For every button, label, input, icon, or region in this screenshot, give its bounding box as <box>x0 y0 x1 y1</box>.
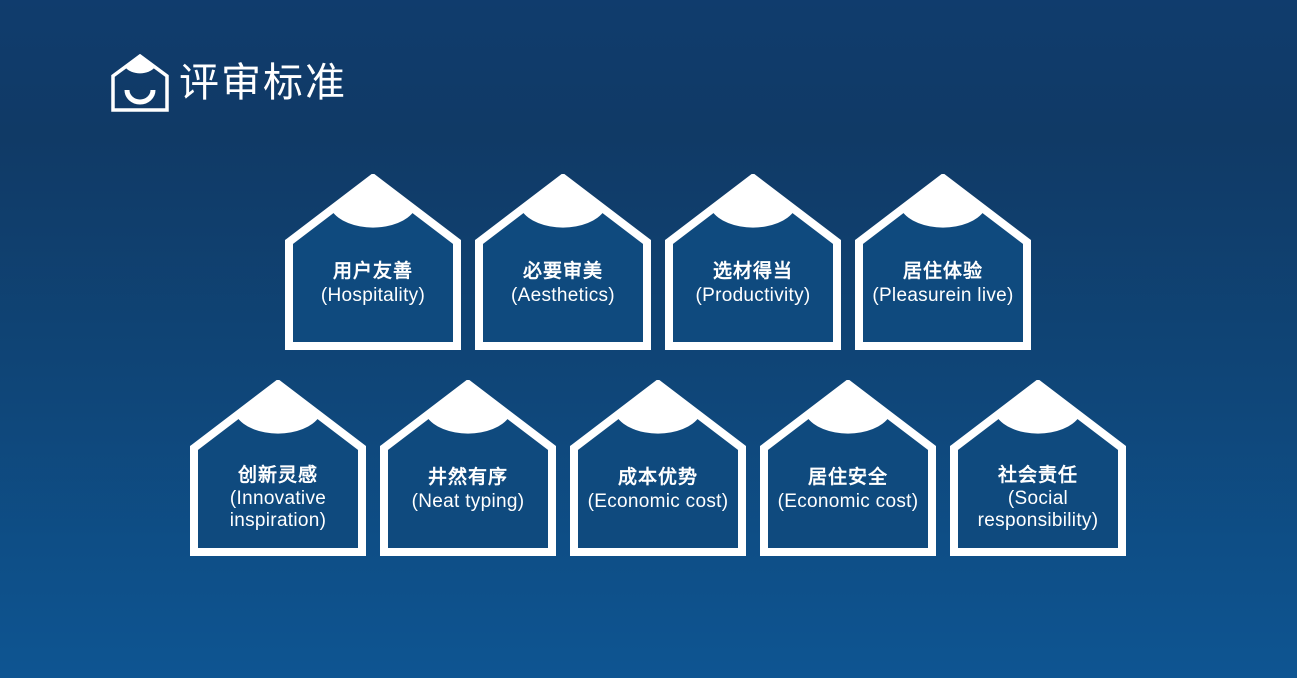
criterion-title-en: (Neat typing) <box>411 491 525 512</box>
house-outline-icon <box>380 380 556 556</box>
smiling-house-icon <box>111 54 169 112</box>
criterion-card-productivity: 选材得当 (Productivity) <box>665 174 841 350</box>
criterion-title-en: (Economic cost) <box>777 491 919 512</box>
criterion-card-pleasure-in-live: 居住体验 (Pleasurein live) <box>855 174 1031 350</box>
criterion-card-hospitality: 用户友善 (Hospitality) <box>285 174 461 350</box>
criterion-title-cn: 必要审美 <box>522 260 603 282</box>
criterion-title-en: (Economic cost) <box>587 491 729 512</box>
house-outline-icon <box>855 174 1031 350</box>
criterion-title-en: (Innovative inspiration) <box>229 488 327 531</box>
house-outline-icon <box>950 380 1126 556</box>
criterion-title-cn: 井然有序 <box>427 466 508 488</box>
criterion-title-en: (Hospitality) <box>320 285 426 306</box>
criterion-title-cn: 用户友善 <box>332 260 413 282</box>
criterion-title-en: (Pleasurein live) <box>872 285 1014 306</box>
criterion-title-cn: 居住体验 <box>902 260 983 282</box>
criterion-card-living-safety: 居住安全 (Economic cost) <box>760 380 936 556</box>
house-outline-icon <box>285 174 461 350</box>
criterion-title-en: (Aesthetics) <box>511 285 615 306</box>
criterion-title-cn: 选材得当 <box>712 260 793 282</box>
criterion-title-cn: 社会责任 <box>997 464 1078 486</box>
criterion-title-cn: 居住安全 <box>807 466 888 488</box>
criterion-card-economic-cost: 成本优势 (Economic cost) <box>570 380 746 556</box>
house-outline-icon <box>570 380 746 556</box>
house-outline-icon <box>760 380 936 556</box>
house-outline-icon <box>665 174 841 350</box>
criterion-card-aesthetics: 必要审美 (Aesthetics) <box>475 174 651 350</box>
criterion-title-cn: 创新灵感 <box>237 464 318 486</box>
criterion-card-neat-typing: 井然有序 (Neat typing) <box>380 380 556 556</box>
criterion-title-cn: 成本优势 <box>617 466 698 488</box>
house-outline-icon <box>475 174 651 350</box>
criterion-card-innovative-inspiration: 创新灵感 (Innovative inspiration) <box>190 380 366 556</box>
house-outline-icon <box>190 380 366 556</box>
criterion-title-en: (Productivity) <box>695 285 811 306</box>
page-header: 评审标准 <box>111 54 347 112</box>
criterion-card-social-responsibility: 社会责任 (Social responsibility) <box>950 380 1126 556</box>
criterion-title-en: (Social responsibility) <box>977 488 1099 531</box>
page-title: 评审标准 <box>179 60 347 106</box>
